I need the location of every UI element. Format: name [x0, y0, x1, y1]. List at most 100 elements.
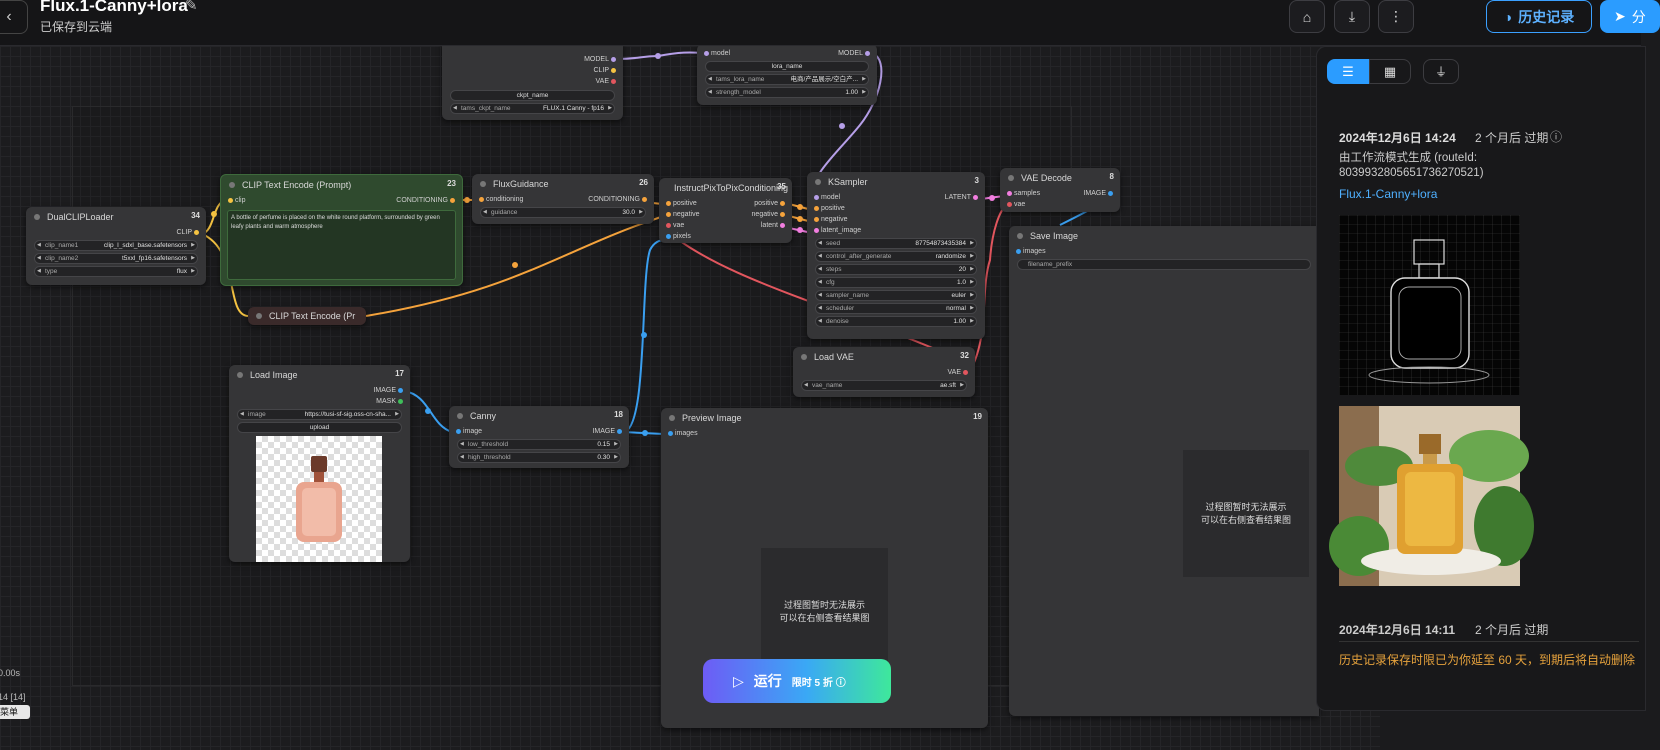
generated-result-image[interactable] [1329, 406, 1534, 586]
output-positive[interactable]: positive [754, 200, 785, 207]
tab-grid-view[interactable]: ▦ [1369, 59, 1411, 84]
input-negative[interactable]: negative [665, 211, 700, 218]
ckpt-name-button[interactable]: ckpt_name [450, 90, 615, 101]
tams-lora-name-widget[interactable]: tams_lora_name电商/产品展示/空白产... [705, 74, 869, 85]
canny-result-image[interactable] [1339, 215, 1520, 395]
output-image[interactable]: IMAGE [592, 428, 622, 435]
input-negative[interactable]: negative [813, 216, 848, 223]
input-images[interactable]: images [668, 430, 698, 437]
input-positive[interactable]: positive [666, 200, 697, 207]
input-conditioning[interactable]: conditioning [478, 196, 524, 203]
prompt-textarea[interactable]: A bottle of perfume is placed on the whi… [227, 210, 456, 280]
collapse-dot[interactable] [801, 354, 807, 360]
output-negative[interactable]: negative [751, 211, 786, 218]
input-positive[interactable]: positive [814, 205, 845, 212]
collapse-dot[interactable] [256, 313, 262, 319]
info-icon[interactable]: ⓘ [1550, 130, 1563, 144]
input-model[interactable]: model [813, 194, 841, 201]
output-vae[interactable]: VAE [595, 78, 616, 85]
input-samples[interactable]: samples [1006, 190, 1041, 197]
output-model[interactable]: MODEL [584, 56, 616, 63]
output-latent[interactable]: LATENT [944, 194, 979, 201]
collapse-dot[interactable] [237, 372, 243, 378]
input-images[interactable]: images [1016, 248, 1046, 255]
output-image[interactable]: IMAGE [1083, 190, 1113, 197]
input-model[interactable]: model [703, 50, 731, 57]
back-button[interactable]: ‹ [0, 0, 28, 34]
lora-loader-node[interactable]: model MODEL lora_name tams_lora_name电商/产品… [697, 44, 877, 105]
workflow-link[interactable]: Flux.1-Canny+lora [1339, 187, 1438, 201]
output-model[interactable]: MODEL [838, 50, 870, 57]
output-latent[interactable]: latent [760, 222, 786, 229]
output-vae[interactable]: VAE [947, 369, 968, 376]
collapse-dot[interactable] [669, 415, 675, 421]
collapse-dot[interactable] [480, 181, 486, 187]
collapse-dot[interactable] [457, 413, 463, 419]
input-clip[interactable]: clip [228, 197, 246, 204]
collapse-dot[interactable] [34, 214, 40, 220]
publish-button[interactable]: ➤分 [1600, 0, 1660, 33]
node-header[interactable]: CLIP Text Encode (Prompt)23 [221, 175, 462, 195]
output-mask[interactable]: MASK [376, 398, 403, 405]
input-vae[interactable]: vae [665, 222, 685, 229]
filename-prefix-widget[interactable]: filename_prefix [1017, 259, 1311, 270]
output-conditioning[interactable]: CONDITIONING [396, 197, 455, 204]
collapse-dot[interactable] [1017, 233, 1023, 239]
home-button[interactable]: ⌂ [1289, 0, 1325, 33]
save-image-node[interactable]: Save Image images filename_prefix 过程图暂时无… [1009, 226, 1319, 716]
input-pixels[interactable]: pixels [666, 233, 691, 240]
input-image[interactable]: image [455, 428, 483, 435]
menu-button[interactable]: 菜单 [0, 705, 30, 719]
clip-text-encode-node[interactable]: CLIP Text Encode (Prompt)23 clip CONDITIO… [220, 174, 463, 286]
upload-button[interactable]: upload [237, 422, 402, 433]
download-button[interactable]: ⤓ [1334, 0, 1370, 33]
tab-list-view[interactable]: ☰ [1327, 59, 1369, 84]
clip-text-encode-collapsed-node[interactable]: CLIP Text Encode (Pr [248, 307, 366, 325]
run-button[interactable]: ▷ 运行 限时 5 折 ⓘ [703, 659, 891, 703]
collapse-dot[interactable] [815, 179, 821, 185]
edit-title-icon[interactable]: ✎ [185, 0, 198, 14]
filter-button[interactable]: ⏚ [1423, 59, 1459, 84]
input-vae[interactable]: vae [1006, 201, 1026, 208]
image-widget[interactable]: imagehttps://tusi-sf-sig.oss-cn-sha... [237, 409, 402, 420]
collapse-dot[interactable] [1008, 175, 1014, 181]
output-image[interactable]: IMAGE [373, 387, 403, 394]
history-button[interactable]: ◑历史记录 [1486, 0, 1592, 33]
node-header[interactable]: Save Image [1009, 226, 1319, 246]
output-clip[interactable]: CLIP [593, 67, 616, 74]
lora-name-button[interactable]: lora_name [705, 61, 869, 72]
output-clip[interactable]: CLIP [176, 229, 199, 236]
